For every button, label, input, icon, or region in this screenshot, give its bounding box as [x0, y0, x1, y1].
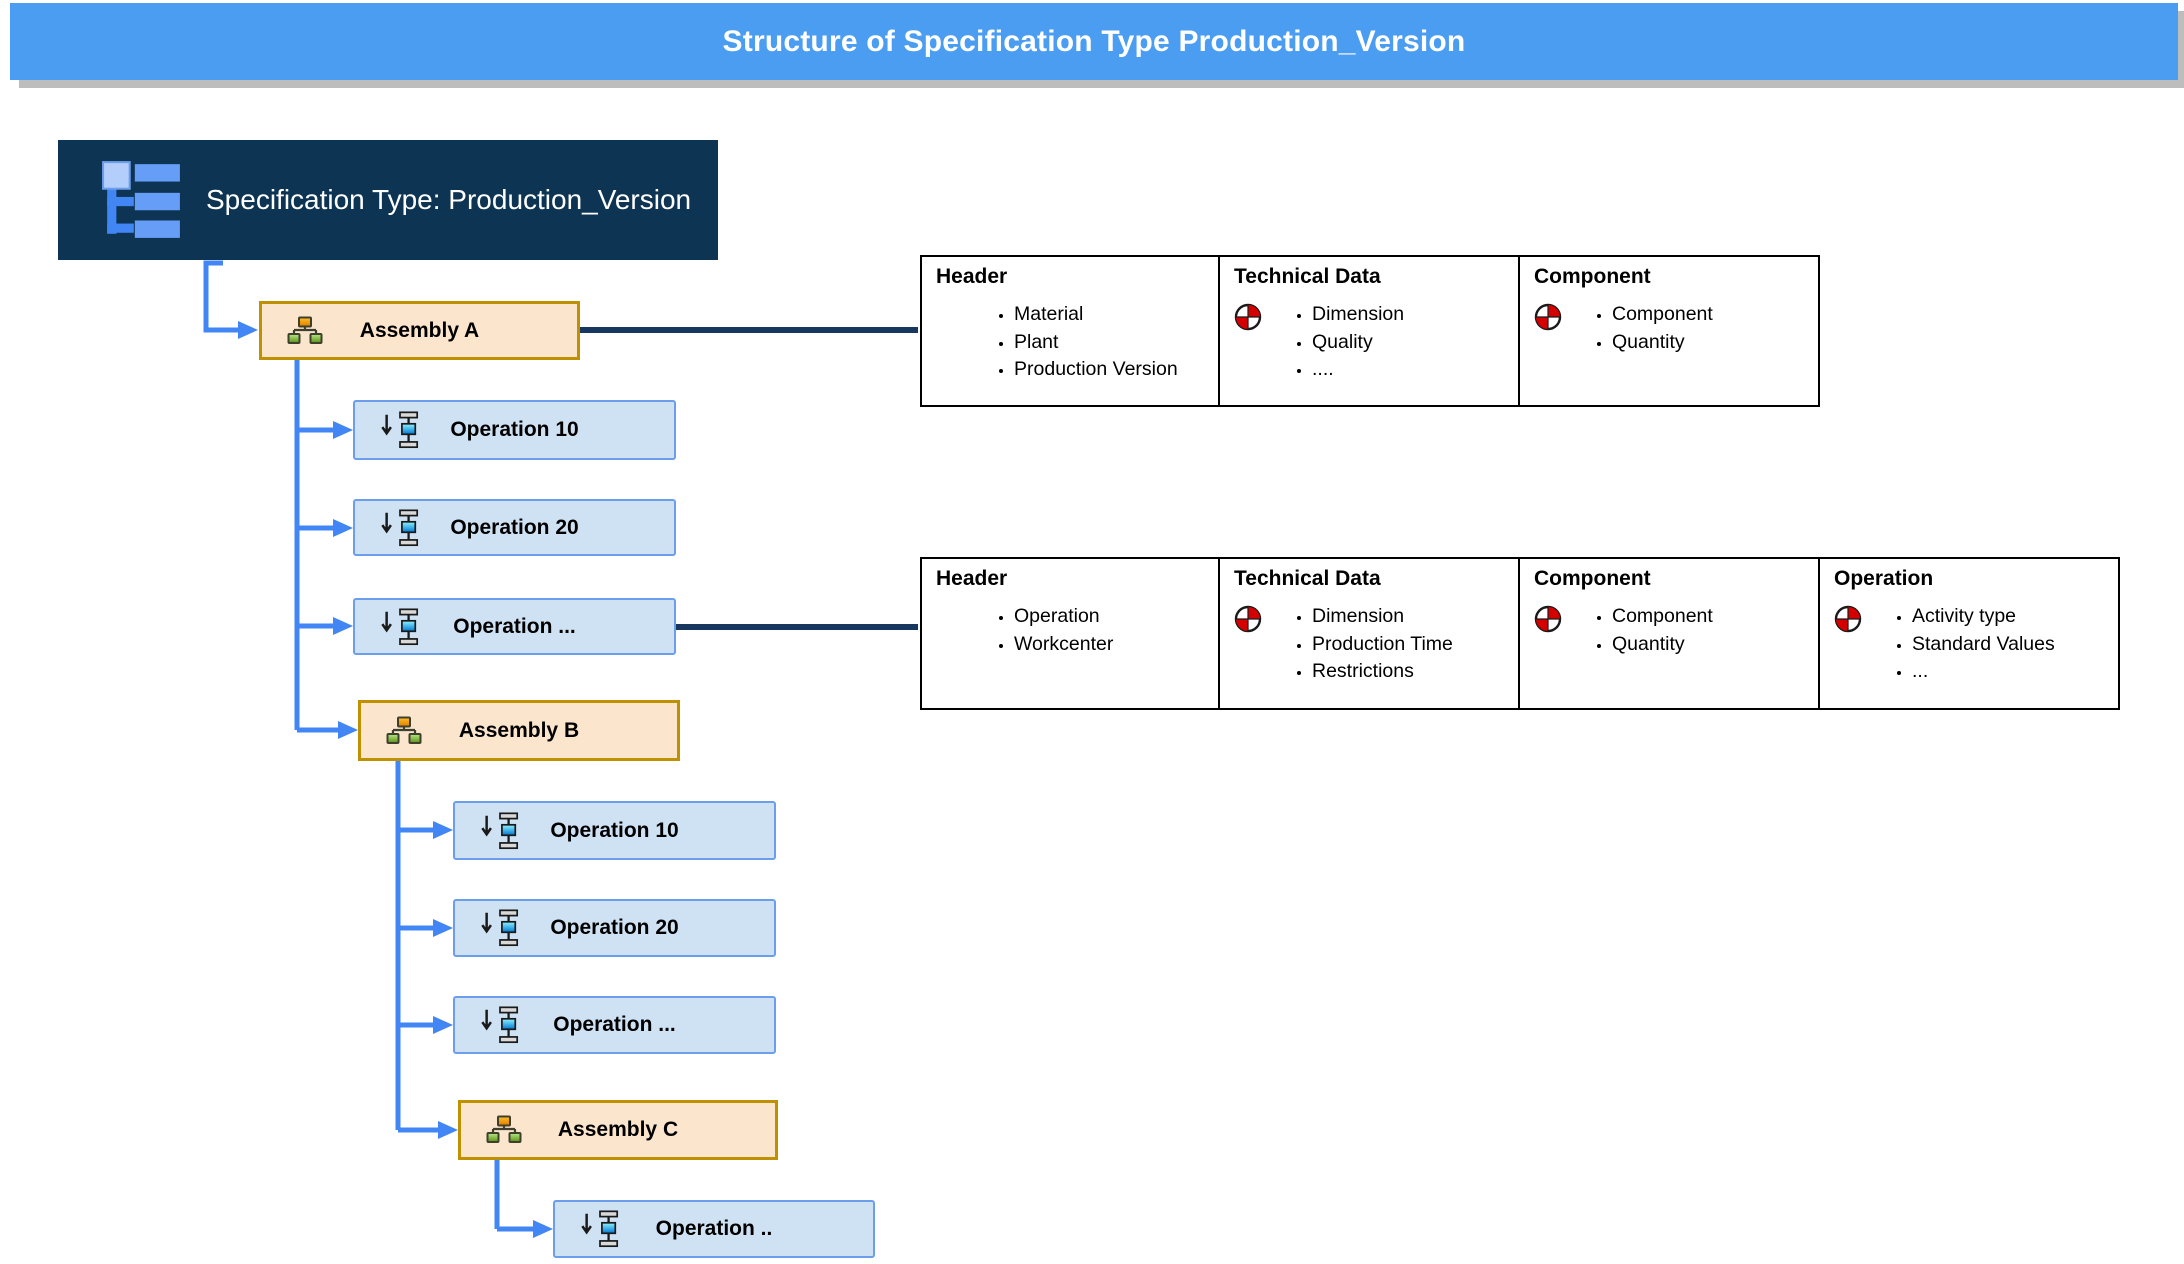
classification-pie-icon	[1234, 303, 1262, 331]
bullet-item: Component	[1612, 604, 1808, 630]
bullet-item: Standard Values	[1912, 632, 2108, 658]
node-label: Operation 20	[550, 916, 679, 939]
bullet-item: Quality	[1312, 330, 1508, 356]
node-label: Operation ...	[453, 614, 576, 638]
assembly-detail-table: Header Material Plant Production Version…	[920, 255, 1820, 407]
node-label: Operation 10	[450, 418, 579, 441]
bullet-item: Production Time	[1312, 632, 1508, 658]
node-operation-a-20: Operation 20	[353, 499, 676, 556]
node-label: Assembly B	[458, 718, 580, 742]
tree-arrowheads	[238, 321, 553, 1238]
node-assembly-b: Assembly B	[358, 700, 680, 761]
node-operation-a-10: Operation 10	[353, 400, 676, 460]
cell-title: Operation	[1834, 567, 1934, 590]
bullet-item: ...	[1912, 659, 2108, 685]
bom-hierarchy-icon	[486, 1115, 522, 1144]
bullet-item: Dimension	[1312, 302, 1508, 328]
table-cell-component: Component Component Quantity	[1520, 255, 1820, 407]
table-cell-technical-data: Technical Data Dimension Quality ....	[1220, 255, 1520, 407]
operation-step-icon	[481, 1006, 519, 1044]
bullet-item: Component	[1612, 302, 1808, 328]
operation-step-icon	[581, 1210, 619, 1248]
classification-pie-icon	[1534, 303, 1562, 331]
bullet-item: Workcenter	[1014, 632, 1208, 658]
title-bar: Structure of Specification Type Producti…	[10, 3, 2178, 80]
node-label: Operation ..	[655, 1217, 773, 1240]
bullet-item: Quantity	[1612, 632, 1808, 658]
node-operation-b-10: Operation 10	[453, 801, 776, 860]
operation-step-icon	[381, 607, 419, 645]
cell-bullet-list: Dimension Quality ....	[1234, 302, 1508, 383]
table-cell-header: Header Operation Workcenter	[920, 557, 1220, 710]
root-node-label: Specification Type: Production_Version	[206, 184, 692, 215]
classification-pie-icon	[1834, 605, 1862, 633]
cell-bullet-list: Dimension Production Time Restrictions	[1234, 604, 1508, 685]
table-cell-component: Component Component Quantity	[1520, 557, 1820, 710]
classification-pie-icon	[1534, 605, 1562, 633]
bullet-item: Material	[1014, 302, 1208, 328]
node-assembly-c: Assembly C	[458, 1100, 778, 1160]
cell-bullet-list: Activity type Standard Values ...	[1834, 604, 2108, 685]
cell-bullet-list: Component Quantity	[1534, 302, 1808, 355]
operation-step-icon	[481, 811, 519, 849]
cell-title: Technical Data	[1234, 567, 1381, 590]
bullet-item: Operation	[1014, 604, 1208, 630]
bom-hierarchy-icon	[287, 315, 323, 344]
cell-bullet-list: Material Plant Production Version	[936, 302, 1208, 383]
cell-bullet-list: Component Quantity	[1534, 604, 1808, 657]
table-cell-operation: Operation Activity type Standard Values …	[1820, 557, 2120, 710]
root-node-specification-type: Specification Type: Production_Version	[58, 140, 718, 260]
node-operation-b-20: Operation 20	[453, 899, 776, 957]
cell-bullet-list: Operation Workcenter	[936, 604, 1208, 657]
operation-detail-table: Header Operation Workcenter Technical Da…	[920, 557, 2120, 710]
node-operation-a-dots: Operation ...	[353, 598, 676, 655]
node-label: Operation 10	[550, 818, 679, 842]
bullet-item: Restrictions	[1312, 659, 1508, 685]
operation-step-icon	[481, 909, 519, 947]
node-operation-c-dots: Operation ..	[553, 1200, 875, 1258]
node-assembly-a: Assembly A	[259, 301, 580, 360]
bullet-item: ....	[1312, 357, 1508, 383]
classification-pie-icon	[1234, 605, 1262, 633]
node-label: Assembly C	[557, 1118, 679, 1141]
bullet-item: Production Version	[1014, 357, 1208, 383]
tree-connectors	[203, 260, 536, 1232]
node-label: Operation 20	[450, 515, 579, 539]
tree-structure-icon	[102, 161, 181, 239]
bullet-item: Quantity	[1612, 330, 1808, 356]
bullet-item: Dimension	[1312, 604, 1508, 630]
bom-hierarchy-icon	[386, 715, 422, 744]
table-cell-technical-data: Technical Data Dimension Production Time…	[1220, 557, 1520, 710]
node-label: Assembly A	[359, 318, 480, 342]
page-title: Structure of Specification Type Producti…	[722, 24, 1466, 58]
cell-title: Component	[1534, 567, 1651, 590]
cell-title: Header	[936, 567, 1008, 590]
cell-title: Technical Data	[1234, 265, 1381, 288]
cell-title: Component	[1534, 265, 1651, 288]
table-cell-header: Header Material Plant Production Version	[920, 255, 1220, 407]
operation-step-icon	[381, 508, 419, 546]
bullet-item: Plant	[1014, 330, 1208, 356]
node-label: Operation ...	[553, 1013, 676, 1036]
operation-step-icon	[381, 411, 419, 449]
cell-title: Header	[936, 265, 1008, 288]
node-operation-b-dots: Operation ...	[453, 996, 776, 1054]
bullet-item: Activity type	[1912, 604, 2108, 630]
